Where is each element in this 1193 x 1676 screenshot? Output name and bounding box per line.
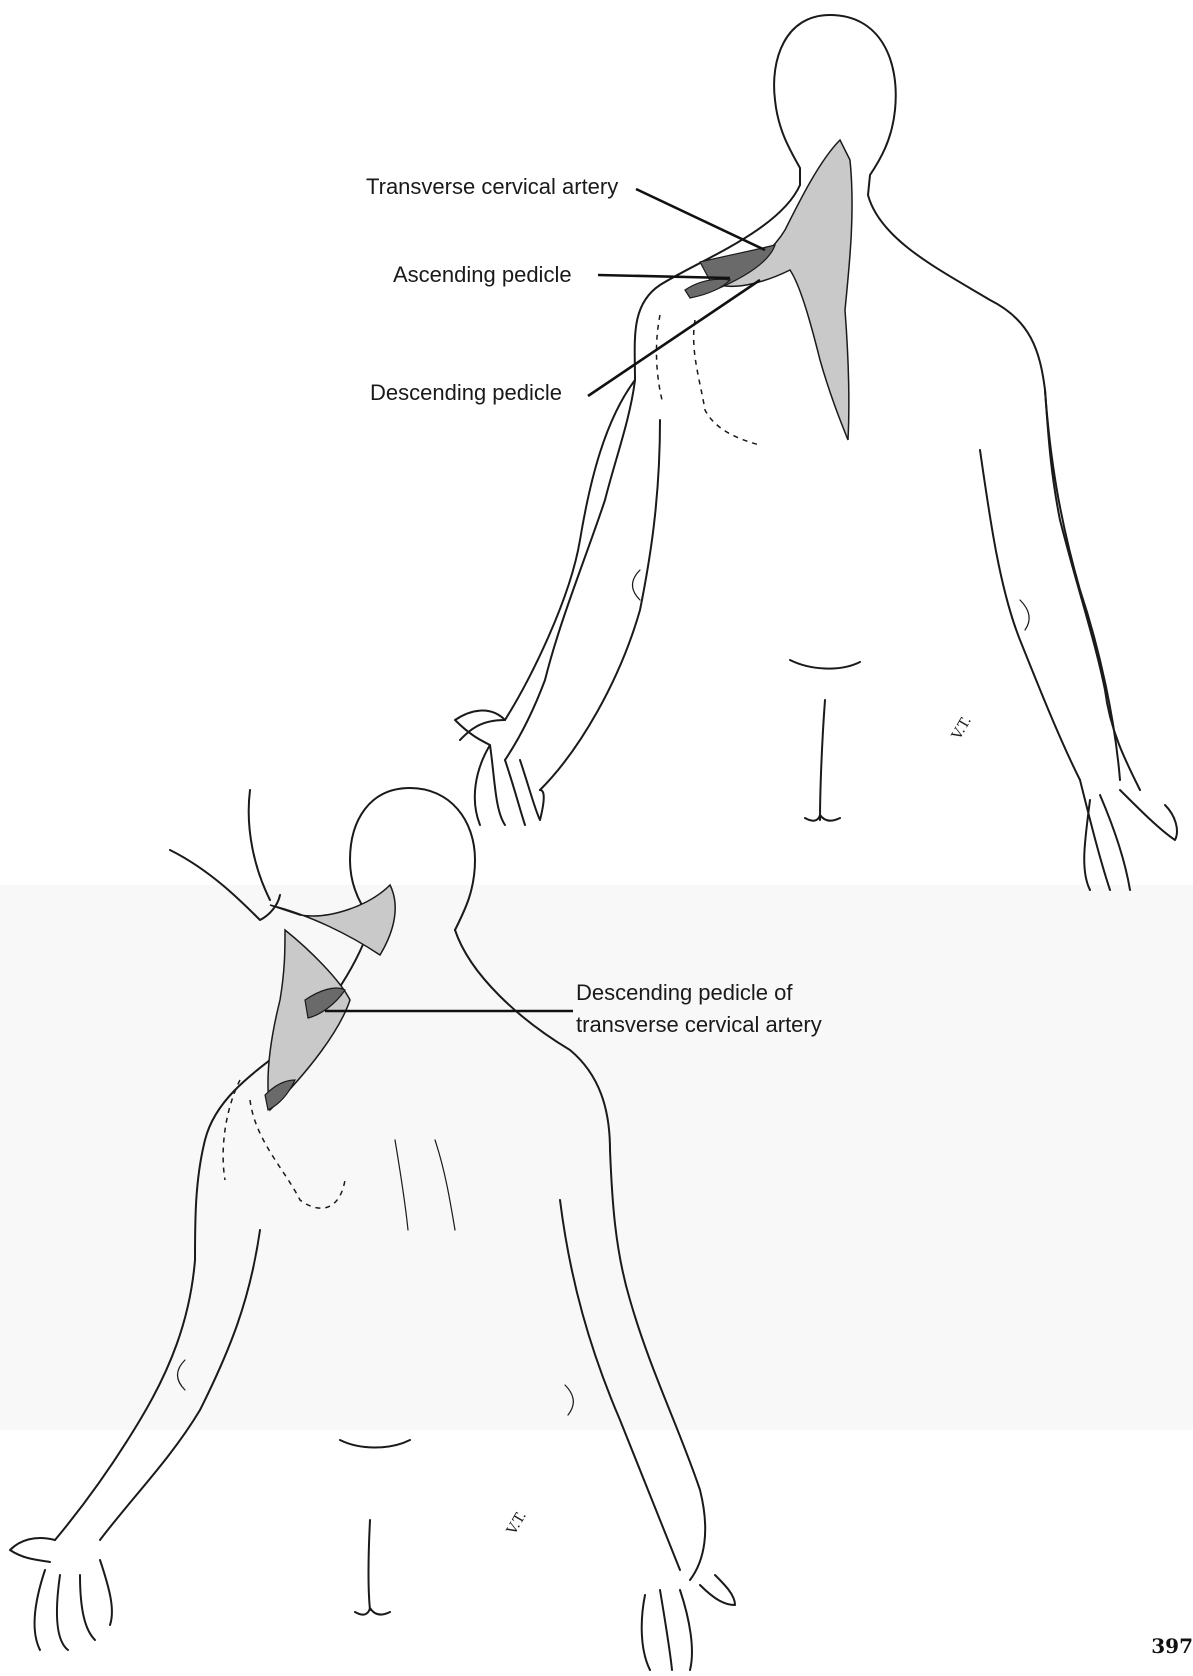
bottom-figure-spine (355, 1520, 390, 1615)
top-figure (455, 15, 1177, 890)
bottom-figure-shoulder-line-left (395, 1140, 408, 1230)
bottom-figure-left-flank (178, 1360, 186, 1390)
label-descending-pedicle-of-tca-line1: Descending pedicle of (576, 980, 792, 1006)
top-figure-right-hand (1080, 780, 1177, 890)
bottom-figure-back-crease (340, 1440, 410, 1448)
bottom-figure-shoulder-line-right (435, 1140, 455, 1230)
bottom-figure-left-arm (100, 1230, 260, 1540)
top-figure-trapezius-flap (720, 140, 852, 440)
top-figure-right-flank (1020, 600, 1029, 630)
top-figure-left-flank (633, 570, 641, 600)
bottom-figure-retractor-fingers (170, 790, 280, 920)
top-figure-spine (805, 700, 840, 821)
bottom-figure-left-hand (10, 1538, 112, 1650)
label-transverse-cervical-artery: Transverse cervical artery (366, 174, 618, 200)
top-figure-left-hand (455, 711, 544, 825)
bottom-figure (10, 788, 735, 1670)
bottom-figure-right-hand (642, 1575, 735, 1670)
label-descending-pedicle-of-tca-line2: transverse cervical artery (576, 1012, 822, 1038)
leader-descending-pedicle (588, 280, 760, 396)
label-ascending-pedicle: Ascending pedicle (393, 262, 572, 288)
top-figure-right-arm (980, 390, 1120, 780)
top-figure-dashed-outline (656, 315, 760, 445)
top-figure-back-crease (790, 660, 860, 669)
bottom-figure-dashed-outline (223, 1080, 345, 1208)
label-descending-pedicle: Descending pedicle (370, 380, 562, 406)
bottom-figure-right-flank (565, 1385, 573, 1415)
leader-transverse-cervical-artery (636, 189, 765, 250)
top-figure-clavicle-region (685, 279, 730, 298)
top-figure-left-arm (460, 380, 660, 790)
page-number: 397 (1151, 1634, 1193, 1658)
